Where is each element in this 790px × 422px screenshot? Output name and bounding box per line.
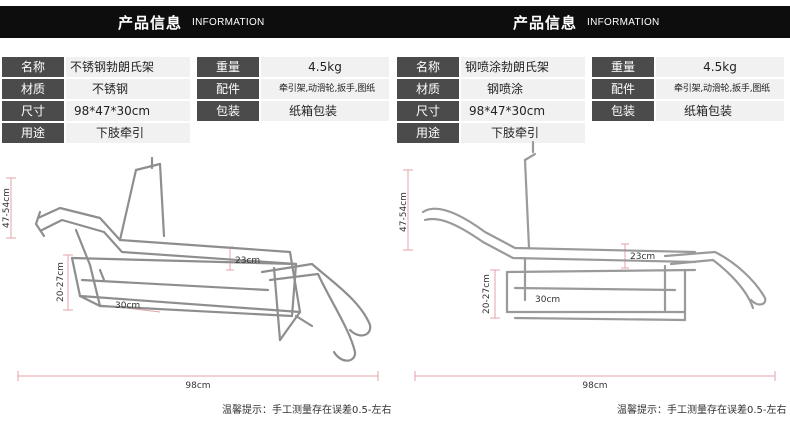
spec-row: 材质 不锈钢 配件 牵引架,动滑轮,扳手,图纸 (0, 79, 395, 99)
header-title: 产品信息 (513, 14, 578, 32)
stainless-frame-diagram: 47-54cm 20-27cm 23cm 30cm 98cm (2, 156, 379, 391)
spec-row: 尺寸 98*47*30cm 包装 纸箱包装 (0, 101, 395, 121)
weight-value: 4.5kg (656, 57, 784, 77)
spec-row: 尺寸 98*47*30cm 包装 纸箱包装 (395, 101, 790, 121)
name-value: 不锈钢勃朗氏架 (66, 57, 190, 77)
accessories-value: 牵引架,动滑轮,扳手,图纸 (261, 79, 389, 99)
weight-label: 重量 (592, 57, 654, 77)
inner-height-label: 23cm (630, 252, 655, 262)
packing-label: 包装 (197, 101, 259, 121)
spec-row: 名称 不锈钢勃朗氏架 重量 4.5kg (0, 57, 395, 77)
width-label: 30cm (535, 295, 560, 305)
length-label: 98cm (582, 381, 607, 391)
spec-row: 材质 钢喷涂 配件 牵引架,动滑轮,扳手,图纸 (395, 79, 790, 99)
packing-label: 包装 (592, 101, 654, 121)
header-subtitle: INFORMATION (587, 17, 660, 28)
width-label: 30cm (115, 301, 140, 311)
height-base-label: 20-27cm (56, 262, 66, 302)
height-base-label: 20-27cm (482, 274, 492, 314)
material-label: 材质 (2, 79, 64, 99)
accessories-label: 配件 (592, 79, 654, 99)
spec-row: 名称 钢喷涂勃朗氏架 重量 4.5kg (395, 57, 790, 77)
height-total-label: 47-54cm (2, 188, 12, 228)
header-title: 产品信息 (118, 14, 183, 32)
measurement-note: 温馨提示：手工测量存在误差0.5-左右 (222, 405, 392, 416)
size-label: 尺寸 (2, 101, 64, 121)
usage-label: 用途 (2, 123, 64, 143)
right-product-panel: 产品信息 INFORMATION 名称 钢喷涂勃朗氏架 重量 4.5kg 材质 … (395, 0, 790, 422)
usage-value: 下肢牵引 (461, 123, 585, 143)
weight-value: 4.5kg (261, 57, 389, 77)
size-value: 98*47*30cm (461, 101, 585, 121)
material-label: 材质 (397, 79, 459, 99)
size-value: 98*47*30cm (66, 101, 190, 121)
info-header: 产品信息 INFORMATION (395, 6, 790, 38)
length-label: 98cm (185, 381, 210, 391)
height-total-label: 47-54cm (399, 192, 409, 232)
left-product-panel: 产品信息 INFORMATION 名称 不锈钢勃朗氏架 重量 4.5kg 材质 … (0, 6, 395, 416)
header-subtitle: INFORMATION (192, 17, 265, 28)
accessories-label: 配件 (197, 79, 259, 99)
weight-label: 重量 (197, 57, 259, 77)
inner-height-label: 23cm (235, 256, 260, 266)
material-value: 不锈钢 (66, 79, 190, 99)
packing-value: 纸箱包装 (261, 101, 389, 121)
info-header: 产品信息 INFORMATION (0, 6, 395, 38)
accessories-value: 牵引架,动滑轮,扳手,图纸 (656, 79, 784, 99)
spec-row: 用途 下肢牵引 (0, 123, 395, 143)
name-label: 名称 (2, 57, 64, 77)
material-value: 钢喷涂 (461, 79, 585, 99)
usage-label: 用途 (397, 123, 459, 143)
coated-frame-diagram: 47-54cm 20-27cm 23cm 30cm 98cm (399, 140, 776, 391)
packing-value: 纸箱包装 (656, 101, 784, 121)
name-value: 钢喷涂勃朗氏架 (461, 57, 585, 77)
size-label: 尺寸 (397, 101, 459, 121)
spec-row: 用途 下肢牵引 (395, 123, 790, 143)
usage-value: 下肢牵引 (66, 123, 190, 143)
name-label: 名称 (397, 57, 459, 77)
measurement-note: 温馨提示：手工测量存在误差0.5-左右 (617, 405, 787, 416)
